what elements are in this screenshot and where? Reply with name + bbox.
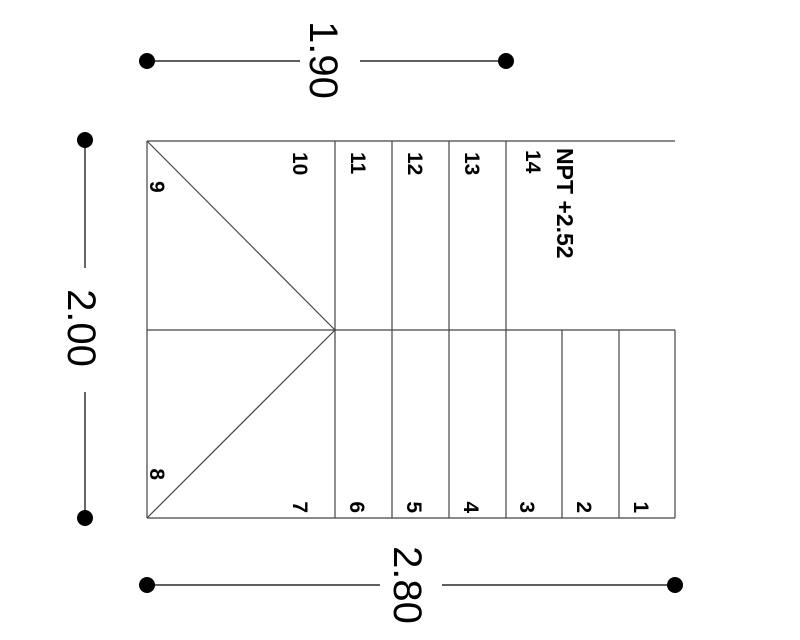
step-number: 12 xyxy=(403,152,426,175)
stair-outline xyxy=(146,140,676,519)
step-numbers: 1 2 3 4 5 6 7 8 9 10 11 12 13 14 NPT +2.… xyxy=(145,148,652,513)
dimension-label-left: 2.00 xyxy=(59,289,103,367)
step-number: 4 xyxy=(459,501,482,513)
step-number: 10 xyxy=(288,152,311,175)
dimension-endpoint xyxy=(139,577,155,593)
step-number: 9 xyxy=(145,181,168,193)
dimension-endpoint xyxy=(77,510,93,526)
dimension-label-top: 1.90 xyxy=(301,21,345,99)
step-number: 1 xyxy=(629,501,652,513)
dimension-label-bottom: 2.80 xyxy=(385,546,429,624)
dimension-endpoint xyxy=(139,53,155,69)
dimension-bottom: 2.80 xyxy=(139,546,683,624)
step-number: 5 xyxy=(402,501,425,513)
step-number: 14 xyxy=(521,150,544,174)
dimension-top: 1.90 xyxy=(139,21,514,99)
step-number: 11 xyxy=(346,152,369,175)
dimension-endpoint xyxy=(77,132,93,148)
step-number: 3 xyxy=(515,501,538,513)
step-number: 7 xyxy=(288,501,311,513)
level-label: NPT +2.52 xyxy=(552,148,578,259)
step-number: 8 xyxy=(145,468,168,480)
winder-diagonal xyxy=(146,140,336,331)
step-number: 6 xyxy=(345,501,368,513)
dimension-left: 2.00 xyxy=(59,132,103,526)
winder-diagonal xyxy=(146,329,336,519)
dimension-endpoint xyxy=(667,577,683,593)
dimension-endpoint xyxy=(498,53,514,69)
step-number: 2 xyxy=(572,501,595,513)
step-number: 13 xyxy=(460,152,483,175)
